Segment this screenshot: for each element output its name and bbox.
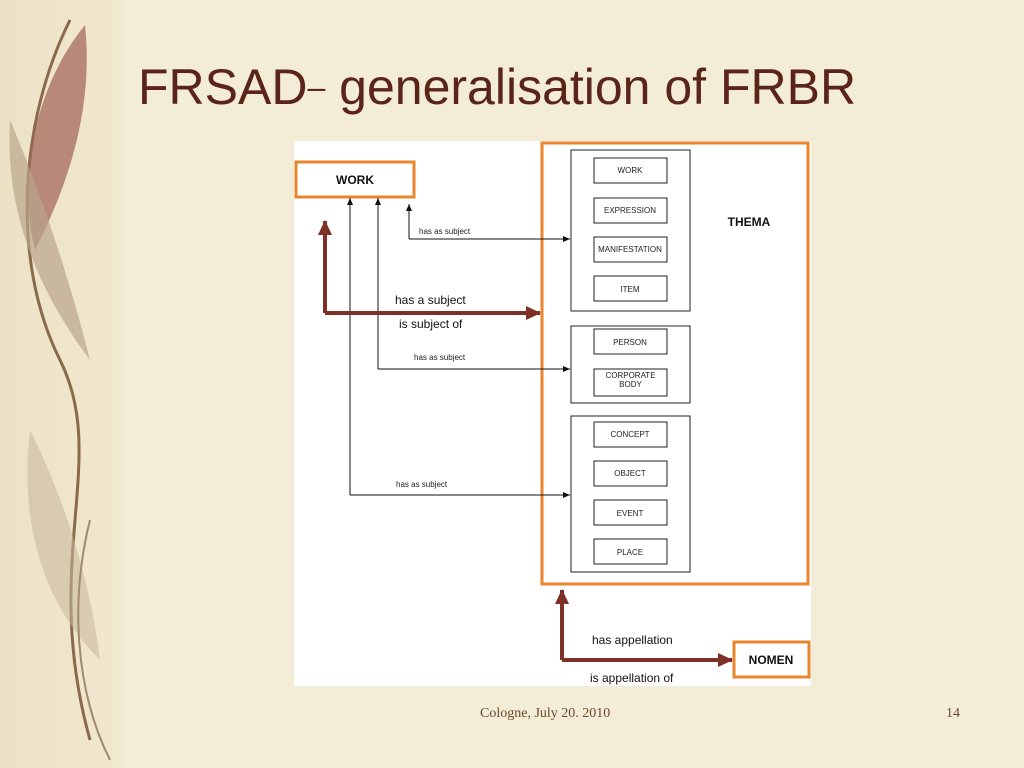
svg-text:PLACE: PLACE bbox=[617, 548, 643, 557]
entity-corporate-body: CORPORATE BODY bbox=[593, 368, 668, 397]
is-appellation-of-label: is appellation of bbox=[590, 671, 674, 685]
entity-expression: EXPRESSION bbox=[593, 197, 668, 224]
nomen-box bbox=[732, 640, 811, 679]
svg-text:CONCEPT: CONCEPT bbox=[610, 430, 649, 439]
svg-text:OBJECT: OBJECT bbox=[614, 469, 646, 478]
svg-text:WORK: WORK bbox=[618, 166, 644, 175]
entity-place: PLACE bbox=[593, 538, 668, 565]
thema-box bbox=[540, 141, 810, 586]
leaf-decoration bbox=[9, 19, 111, 761]
has-a-subject-label: has a subject bbox=[395, 293, 466, 307]
entity-event: EVENT bbox=[593, 499, 668, 526]
group-frbr-group1 bbox=[570, 149, 691, 312]
svg-text:MANIFESTATION: MANIFESTATION bbox=[598, 245, 662, 254]
group-frbr-group3 bbox=[570, 415, 691, 573]
slide-number: 14 bbox=[946, 706, 960, 721]
entity-work: WORK bbox=[593, 157, 668, 184]
entity-concept: CONCEPT bbox=[593, 421, 668, 448]
footer-text: Cologne, July 20. 2010 bbox=[480, 706, 611, 721]
has-as-subject-label-2: has as subject bbox=[414, 353, 466, 362]
work-box bbox=[294, 160, 416, 199]
svg-text:EXPRESSION: EXPRESSION bbox=[604, 206, 656, 215]
entity-object: OBJECT bbox=[593, 460, 668, 487]
svg-text:ITEM: ITEM bbox=[620, 285, 639, 294]
work-label: WORK bbox=[336, 173, 374, 187]
entity-person: PERSON bbox=[593, 328, 668, 355]
has-as-subject-connectors bbox=[347, 198, 570, 498]
has-as-subject-label-3: has as subject bbox=[396, 480, 448, 489]
has-as-subject-label-1: has as subject bbox=[419, 227, 471, 236]
has-appellation-relation bbox=[555, 589, 733, 667]
frsad-diagram: WORK THEMA WORK EXPRESSION MANIFESTATION… bbox=[294, 141, 811, 686]
thema-label: THEMA bbox=[728, 215, 771, 229]
group-frbr-group2 bbox=[570, 325, 691, 404]
entity-item: ITEM bbox=[593, 275, 668, 302]
has-a-subject-relation bbox=[318, 220, 541, 320]
nomen-label: NOMEN bbox=[749, 653, 794, 667]
svg-text:PERSON: PERSON bbox=[613, 338, 647, 347]
is-subject-of-label: is subject of bbox=[399, 317, 463, 331]
entity-manifestation: MANIFESTATION bbox=[593, 236, 668, 263]
has-appellation-label: has appellation bbox=[592, 633, 673, 647]
slide-title: FRSAD– generalisation of FRBR bbox=[138, 59, 857, 115]
svg-text:EVENT: EVENT bbox=[617, 509, 644, 518]
